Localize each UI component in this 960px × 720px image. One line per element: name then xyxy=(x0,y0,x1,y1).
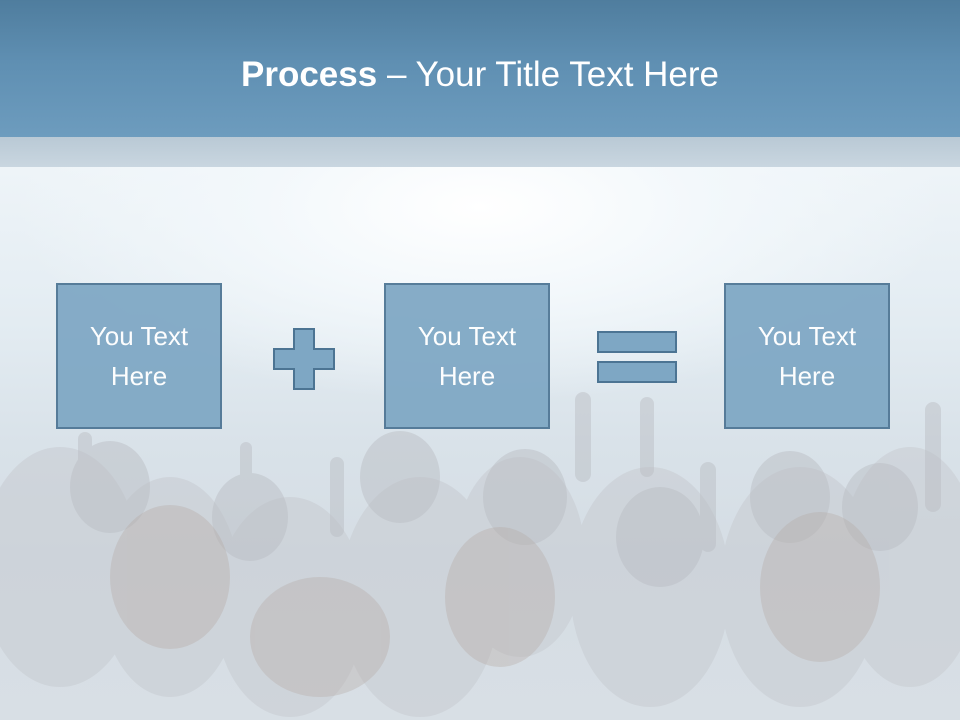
title-bar-band xyxy=(0,137,960,167)
process-box-1[interactable]: You Text Here xyxy=(56,283,222,429)
slide-title[interactable]: Process – Your Title Text Here xyxy=(0,54,960,96)
process-box-3[interactable]: You Text Here xyxy=(724,283,890,429)
crowd-silhouette-image xyxy=(0,392,960,717)
plus-icon xyxy=(273,328,335,390)
title-bar xyxy=(0,0,960,137)
title-rest-text: – Your Title Text Here xyxy=(377,55,719,94)
process-box-2-text: You Text Here xyxy=(417,321,517,391)
title-bold-text: Process xyxy=(241,55,378,94)
process-box-2[interactable]: You Text Here xyxy=(384,283,550,429)
process-box-1-text: You Text Here xyxy=(89,321,189,391)
process-box-3-text: You Text Here xyxy=(757,321,857,391)
equals-icon xyxy=(597,331,677,383)
